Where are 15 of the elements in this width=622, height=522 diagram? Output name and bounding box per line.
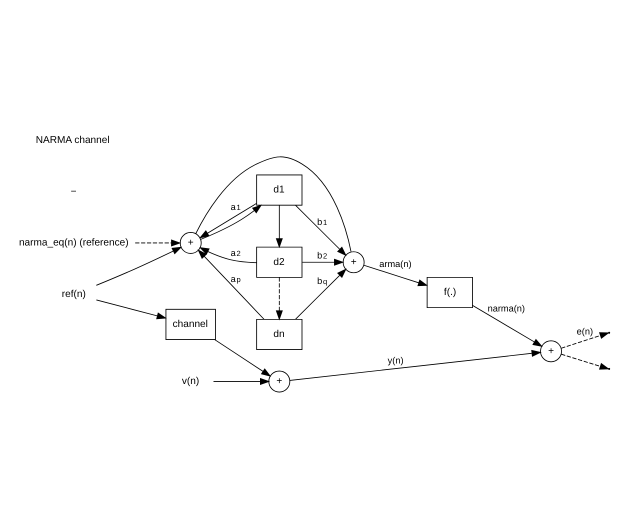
edge-label: ap	[230, 274, 241, 284]
label: NARMA channel	[36, 135, 110, 146]
label: −	[70, 186, 76, 198]
edge-label: bq	[317, 276, 328, 286]
edge-label: narma(n)	[488, 304, 526, 314]
edge-label: e(n)	[576, 326, 594, 336]
node-text: ref(n)	[62, 288, 86, 300]
edge-label: b1	[317, 217, 328, 228]
edge-label: b2	[317, 250, 328, 261]
node-text: v(n)	[182, 376, 200, 388]
edge-label: a2	[230, 248, 241, 258]
edge-label: y(n)	[388, 356, 404, 366]
node-text: narma_eq(n) (reference)	[18, 238, 129, 249]
edge-label: arma(n)	[379, 259, 412, 270]
edge-label: a1	[230, 202, 241, 212]
